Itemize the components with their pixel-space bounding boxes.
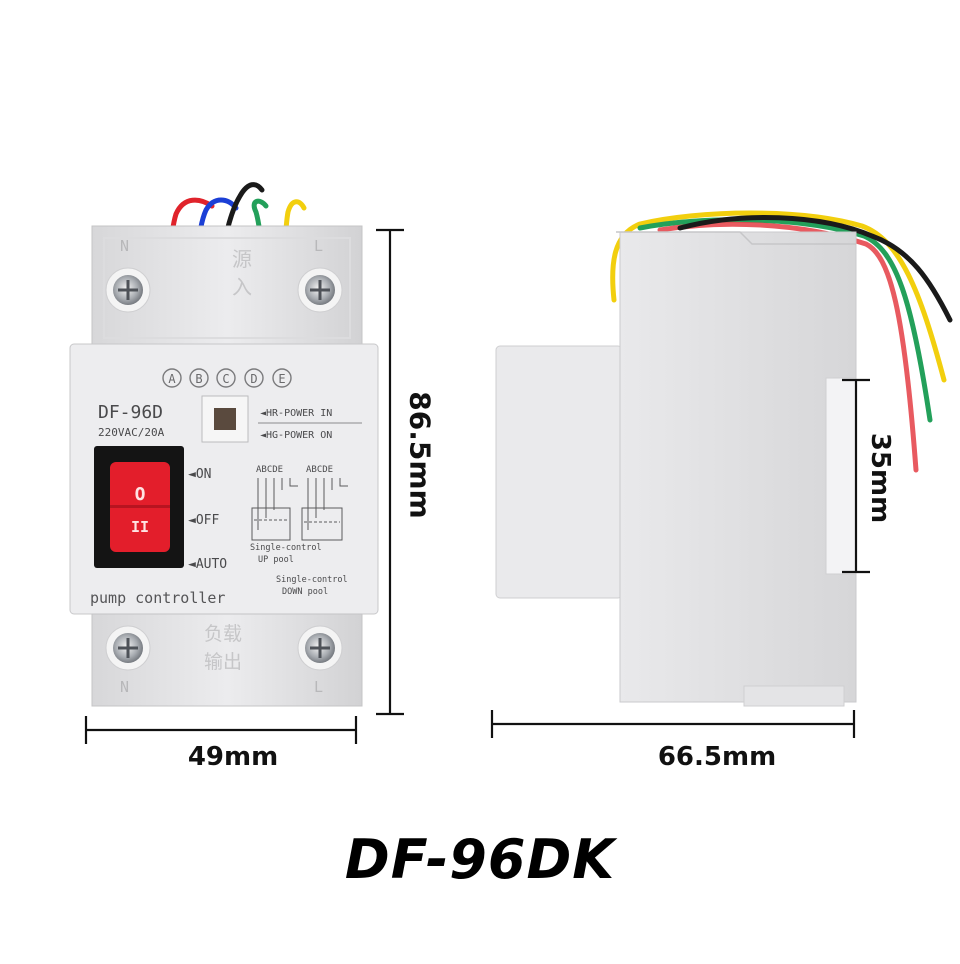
width-dimension-label: 49mm [187, 742, 279, 772]
rating-label: 220VAC/20A [98, 426, 165, 439]
depth-dimension-label: 66.5mm [657, 742, 777, 772]
screw-icon [297, 267, 343, 313]
switch-off-label: ◄OFF [188, 513, 219, 528]
mode-up-line1: Single-control [250, 543, 322, 553]
rail-clip-slot [825, 377, 857, 575]
rail-dimension-label: 35mm [865, 432, 895, 524]
mode-up-line2: UP pool [258, 555, 294, 565]
wiring-diagram [251, 478, 348, 541]
mode-down-line1: Single-control [276, 575, 348, 585]
circled-letter: B [195, 372, 202, 386]
indicator-hg-label: ◄HG-POWER ON [260, 430, 332, 441]
circled-letter: E [278, 372, 285, 386]
front-view: N L 源 入 A B C D E DF-96D 220VAC/20A [69, 182, 379, 707]
terminal-label-bottom-n: N [120, 678, 129, 696]
pump-controller-label: pump controller [90, 589, 225, 607]
embossed-chinese-4: 输出 [204, 651, 242, 673]
terminal-label-top-n: N [120, 237, 129, 255]
model-title: DF-96DK [344, 828, 616, 891]
terminal-label-bottom-l: L [314, 678, 323, 696]
side-view [495, 210, 953, 707]
wiring-letters: ABCDE [256, 465, 283, 475]
screw-icon [105, 625, 151, 671]
switch-auto-label: ◄AUTO [188, 557, 227, 572]
bottom-clip [743, 685, 845, 707]
circled-letter: D [250, 372, 257, 386]
terminal-label-top-l: L [314, 237, 323, 255]
model-label: DF-96D [98, 402, 163, 423]
rocker-on-symbol: II [131, 518, 149, 536]
dimension-lines [84, 228, 870, 744]
screw-icon [105, 267, 151, 313]
height-dimension-label: 86.5mm [403, 391, 437, 519]
rocker-off-symbol: O [135, 484, 146, 505]
indicator-light [214, 408, 236, 430]
rocker-switch[interactable]: O II [110, 462, 170, 552]
circled-letter: A [168, 372, 176, 386]
wiring-letters: ABCDE [306, 465, 333, 475]
side-body [619, 231, 857, 703]
embossed-chinese-3: 负载 [204, 623, 242, 645]
embossed-chinese-2: 入 [232, 275, 252, 299]
switch-on-label: ◄ON [188, 467, 211, 482]
mode-down-line2: DOWN pool [282, 587, 328, 597]
screw-icon [297, 625, 343, 671]
din-rail-block [495, 345, 623, 599]
embossed-chinese-1: 源 [232, 247, 252, 271]
indicator-hr-label: ◄HR-POWER IN [260, 408, 332, 419]
circled-letter-row [162, 368, 292, 388]
circled-letter: C [222, 372, 229, 386]
